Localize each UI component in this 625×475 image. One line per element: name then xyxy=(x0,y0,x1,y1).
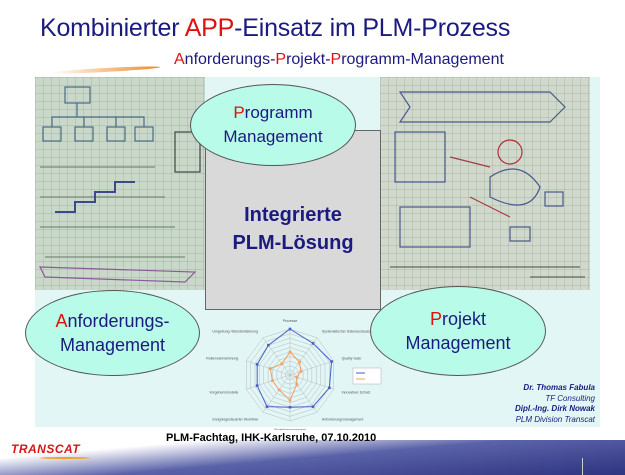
radar-axis xyxy=(246,374,291,390)
radar-point xyxy=(255,363,259,366)
author-org: TF Consulting xyxy=(545,393,595,403)
radar-axis-label: Prozesse xyxy=(283,319,298,323)
radar-axis-label: Systematischer Datenaustausch xyxy=(322,330,372,334)
radar-point xyxy=(311,405,315,408)
projekt-line2: Management xyxy=(405,333,511,353)
radar-axis-label: Quality Gate xyxy=(342,357,362,361)
slide-title: Kombinierter APP-Einsatz im PLM-Prozess xyxy=(40,14,510,43)
radar-point xyxy=(267,343,270,347)
radar-axis-label: Ereignisgesteuerter Workflow xyxy=(212,417,258,421)
radar-axis-label: Projektmanagement xyxy=(274,428,305,430)
radar-point xyxy=(330,360,333,363)
sub-a3: P xyxy=(330,51,342,68)
radar-axis-label: Umgebung-/Standardisierung xyxy=(212,330,258,334)
divider xyxy=(582,458,583,475)
radar-axis-label: Rollenwahrnehmung xyxy=(206,357,238,361)
center-line1: Integrierte xyxy=(244,204,342,226)
radar-point xyxy=(255,384,259,387)
radar-legend xyxy=(352,367,382,385)
author-name: Dr. Thomas Fabula xyxy=(523,383,595,392)
radar-point xyxy=(328,386,331,390)
author-name: Dipl.-Ing. Dirk Nowak xyxy=(514,404,595,413)
programm-initial: P xyxy=(233,103,245,122)
anforderungs-line2: Management xyxy=(59,335,166,355)
sub-a2: P xyxy=(275,51,287,68)
radar-point xyxy=(288,350,292,354)
footer-band xyxy=(0,440,625,475)
center-line2: PLM-Lösung xyxy=(232,232,354,254)
projekt-rest: rojekt xyxy=(442,309,487,329)
anforderungs-initial: A xyxy=(55,311,68,331)
sub-t2: rojekt- xyxy=(286,51,331,68)
radar-point xyxy=(265,405,269,408)
swoosh-decoration xyxy=(50,65,160,75)
ellipse-anforderungs-management: Anforderungs- Management xyxy=(25,290,200,376)
radar-axis xyxy=(262,337,291,376)
title-accent: APP xyxy=(184,14,235,42)
radar-point xyxy=(269,367,272,370)
radar-point xyxy=(298,360,301,364)
title-text: Kombinierter xyxy=(40,14,185,42)
radar-axis xyxy=(289,360,334,376)
whiteboard-photo-right xyxy=(380,77,590,290)
radar-point xyxy=(280,362,284,366)
radar-axis-label: Anforderungsmanagement xyxy=(322,417,363,421)
radar-point xyxy=(288,327,292,331)
sub-t3: rogramm-Management xyxy=(341,51,504,68)
radar-point xyxy=(271,379,274,382)
anforderungs-rest: nforderungs- xyxy=(67,311,170,331)
radar-axis xyxy=(246,360,291,376)
radar-point xyxy=(295,375,298,379)
transcat-logo: TRANSCAT xyxy=(11,442,81,456)
programm-line2: Management xyxy=(223,127,323,146)
radar-point xyxy=(277,388,281,392)
radar-point xyxy=(299,370,303,373)
radar-axis-label: Vorgehensmodelle xyxy=(209,390,238,394)
logo-swoosh xyxy=(40,457,90,459)
slide-subtitle: Anforderungs-Projekt-Programm-Management xyxy=(174,51,504,69)
programm-rest: rogramm xyxy=(244,103,313,122)
footer-text: PLM-Fachtag, IHK-Karlsruhe, 07.10.2010 xyxy=(166,432,377,444)
radar-point xyxy=(288,405,292,409)
radar-point xyxy=(311,342,315,345)
radar-point xyxy=(295,383,299,386)
sub-a1: A xyxy=(174,51,185,68)
radar-axis-label: Innovativer Schutz xyxy=(342,390,371,394)
whiteboard-photo-left xyxy=(35,77,205,290)
projekt-initial: P xyxy=(429,309,442,329)
authors: Dr. Thomas Fabula TF Consulting Dipl.-In… xyxy=(515,383,595,425)
radar-point xyxy=(288,399,292,402)
title-text-end: -Einsatz im PLM-Prozess xyxy=(234,14,511,42)
sub-t1: nforderungs- xyxy=(184,51,276,68)
author-org: PLM Division Transcat xyxy=(515,414,595,424)
